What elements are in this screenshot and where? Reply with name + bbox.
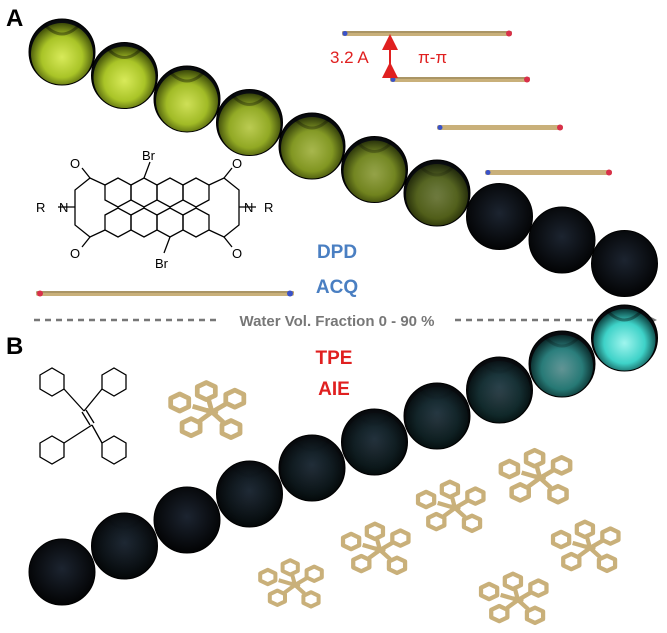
b-vial-10 bbox=[591, 304, 658, 372]
acq-label: ACQ bbox=[316, 277, 358, 298]
b-vial-2 bbox=[91, 512, 158, 580]
n-label-left: N bbox=[59, 200, 68, 215]
o-label-4: O bbox=[232, 246, 242, 261]
tpe-stick-model-3 bbox=[415, 479, 486, 534]
aie-label: AIE bbox=[318, 379, 350, 400]
tpe-stick-model-2 bbox=[498, 447, 573, 505]
spacing-label: 3.2 A bbox=[330, 48, 369, 67]
o-label-2: O bbox=[70, 246, 80, 261]
pi-stacking-label: π-π bbox=[418, 48, 447, 67]
a-vial-3 bbox=[153, 65, 221, 133]
a-vial-2 bbox=[91, 42, 158, 109]
stacked-molecules: 3.2 A π-π bbox=[330, 30, 612, 176]
a-vial-5 bbox=[278, 112, 346, 180]
a-vial-1 bbox=[28, 18, 96, 86]
n-label-right: N bbox=[244, 200, 253, 215]
panel-b-letter: B bbox=[6, 333, 23, 360]
r-label-left: R bbox=[36, 200, 45, 215]
tpe-stick-model-4 bbox=[340, 521, 411, 576]
a-vial-4 bbox=[216, 89, 283, 156]
dpd-label: DPD bbox=[317, 242, 357, 263]
tpe-structure bbox=[39, 367, 127, 465]
tpe-stick-model-5 bbox=[550, 519, 621, 574]
panel-a-letter: A bbox=[6, 5, 23, 32]
tpe-stick-model-6 bbox=[258, 558, 324, 609]
b-vial-7 bbox=[403, 382, 471, 450]
o-label-1: O bbox=[70, 156, 80, 171]
a-vial-7 bbox=[403, 159, 471, 227]
b-vial-9 bbox=[528, 330, 596, 398]
stack-rod-3 bbox=[437, 124, 563, 131]
o-label-3: O bbox=[232, 156, 242, 171]
stack-rod-4 bbox=[485, 169, 612, 176]
br-label-top: Br bbox=[142, 148, 156, 163]
b-vial-8 bbox=[466, 356, 533, 424]
tpe-stick-models bbox=[168, 380, 621, 626]
r-label-right: R bbox=[264, 200, 273, 215]
tpe-label: TPE bbox=[316, 348, 353, 369]
stack-rod-2 bbox=[390, 76, 530, 83]
b-vial-4 bbox=[216, 460, 283, 528]
b-vial-6 bbox=[341, 408, 408, 476]
vial-series-a bbox=[28, 18, 658, 297]
dpd-structure bbox=[58, 161, 256, 254]
axis-label: Water Vol. Fraction 0 - 90 % bbox=[239, 313, 434, 330]
a-vial-6 bbox=[341, 136, 408, 203]
a-vial-8 bbox=[466, 183, 533, 250]
dpd-atom-labels: Br Br O O O O N N R R bbox=[36, 148, 273, 271]
tpe-stick-model-1 bbox=[168, 380, 247, 441]
single-molecule-rod bbox=[36, 290, 294, 297]
b-vial-5 bbox=[278, 434, 346, 502]
tpe-stick-model-7 bbox=[478, 571, 549, 626]
b-vial-1 bbox=[28, 538, 96, 606]
stack-rod-1 bbox=[342, 30, 512, 37]
br-label-bottom: Br bbox=[155, 256, 169, 271]
a-vial-10 bbox=[591, 230, 658, 297]
vial-series-b bbox=[28, 304, 658, 606]
b-vial-3 bbox=[153, 486, 221, 554]
a-vial-9 bbox=[528, 206, 596, 274]
